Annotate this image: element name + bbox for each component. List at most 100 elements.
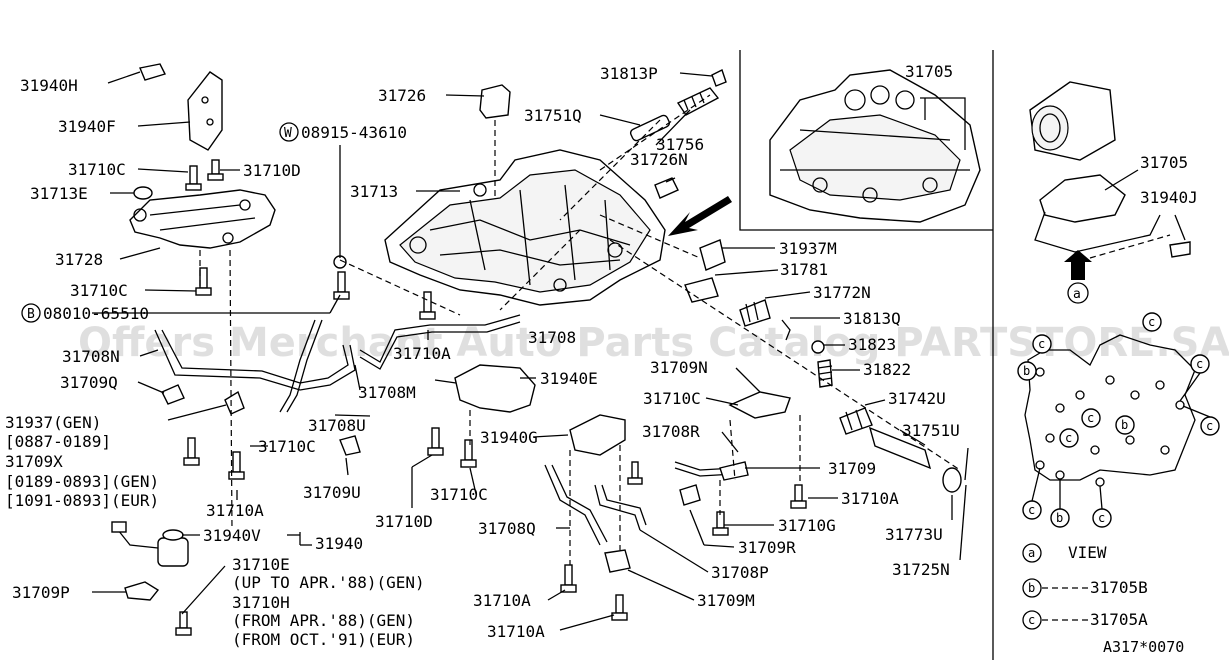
label-31705-view: 31705 [1140,153,1188,172]
svg-text:c: c [1028,503,1035,517]
label-31710G: 31710G [778,516,836,535]
label-31710D-1: 31710D [243,161,301,180]
label-31708M: 31708M [358,383,416,402]
w-marker-letter: W [284,126,292,141]
diagram-code: A317*0070 [1103,638,1184,656]
part-31713E-shape [133,186,153,200]
label-31781: 31781 [780,260,828,279]
direction-arrow [668,196,732,236]
label-31709: 31709 [828,459,876,478]
label-31710E: 31710E [232,555,290,574]
label-31940J: 31940J [1140,188,1198,207]
label-31710A-5: 31710A [841,489,899,508]
label-31709R: 31709R [738,538,796,557]
label-31709X-range-2: [1091-0893](EUR) [5,491,159,510]
label-31709N: 31709N [650,358,708,377]
svg-text:b: b [1023,364,1030,378]
part-31940H-shape [139,63,166,81]
label-31710D-2: 31710D [375,512,433,531]
inset-frame [739,50,993,231]
label-31742U: 31742U [888,389,946,408]
label-31726: 31726 [378,86,426,105]
clip-31709R [679,484,701,506]
legend-a-symbol: a [1028,546,1035,560]
control-valve-body-illustration [384,149,666,306]
upper-plate-illustration [129,189,276,249]
svg-text:c: c [1098,511,1105,525]
label-31710A-3: 31710A [473,591,531,610]
svg-text:c: c [1038,337,1045,351]
b-marker [21,303,41,323]
label-31940G: 31940G [480,428,538,447]
label-31709X-range-1: [0189-0893](GEN) [5,472,159,491]
label-31710C-5: 31710C [643,389,701,408]
label-31822: 31822 [863,360,911,379]
label-31710H: 31710H [232,593,290,612]
legend-b-text: 31705B [1090,578,1148,597]
label-31709P: 31709P [12,583,70,602]
solenoid-31940V [111,521,189,567]
label-31937-range: [0887-0189] [5,432,111,451]
label-31726N: 31726N [630,150,688,169]
label-31708U: 31708U [308,416,366,435]
label-31710E-note: (UP TO APR.'88)(GEN) [232,573,425,592]
label-31709X: 31709X [5,452,63,471]
label-31708P: 31708P [711,563,769,582]
part-labels: 31940H 31940F 31710C 31710D 31713E 31728… [5,62,1198,649]
svg-text:c: c [1148,315,1155,329]
label-08915-43610: 08915-43610 [301,123,407,142]
svg-text:b: b [1056,511,1063,525]
clip-31709Q [161,384,185,405]
label-31708: 31708 [528,328,576,347]
view-marker-a: a [1073,287,1081,302]
bracket-31709N [728,391,791,419]
leader-lines [92,71,967,631]
svg-text:c: c [1087,411,1094,425]
label-31710H-note-2: (FROM OCT.'91)(EUR) [232,630,415,649]
clip-31709U [339,435,361,456]
label-31710A-2: 31710A [393,344,451,363]
svg-text:c: c [1196,357,1203,371]
b-marker-letter: B [27,307,35,322]
label-31728: 31728 [55,250,103,269]
svg-text:b: b [1121,418,1128,432]
label-31940E: 31940E [540,369,598,388]
valve-body-assembly-illustration [769,69,981,223]
label-31709M: 31709M [697,591,755,610]
label-31725N: 31725N [892,560,950,579]
svg-text:c: c [1206,419,1213,433]
label-31756: 31756 [656,135,704,154]
label-31713E: 31713E [30,184,88,203]
label-08010-65510: 08010-65510 [43,304,149,323]
label-31823: 31823 [848,335,896,354]
label-31773U: 31773U [885,525,943,544]
label-31751Q: 31751Q [524,106,582,125]
label-31710A-4: 31710A [487,622,545,641]
clip-31709M [604,549,631,573]
label-31940V: 31940V [203,526,261,545]
label-31708Q: 31708Q [478,519,536,538]
label-31710C-2: 31710C [70,281,128,300]
w-marker [279,122,299,142]
part-31709P-shape [124,581,160,601]
transmission-view-illustration [1029,81,1191,259]
label-31937M: 31937M [779,239,837,258]
label-31940F: 31940F [58,117,116,136]
oil-tubes [154,314,736,546]
label-31709Q: 31709Q [60,373,118,392]
label-31710A-1: 31710A [206,501,264,520]
svg-text:c: c [1065,431,1072,445]
label-31813Q: 31813Q [843,309,901,328]
label-31940H: 31940H [20,76,78,95]
label-31710C-3: 31710C [258,437,316,456]
label-31708N: 31708N [62,347,120,366]
schematic-callouts: c c b c c b c c c b c [1017,312,1220,528]
label-31708R: 31708R [642,422,700,441]
label-31710C-4: 31710C [430,485,488,504]
label-31772N: 31772N [813,283,871,302]
legend: a VIEW b 31705B c 31705A [1022,543,1148,630]
label-31710H-note-1: (FROM APR.'88)(GEN) [232,611,415,630]
label-31705-inset: 31705 [905,62,953,81]
label-31937-gen: 31937(GEN) [5,413,101,432]
